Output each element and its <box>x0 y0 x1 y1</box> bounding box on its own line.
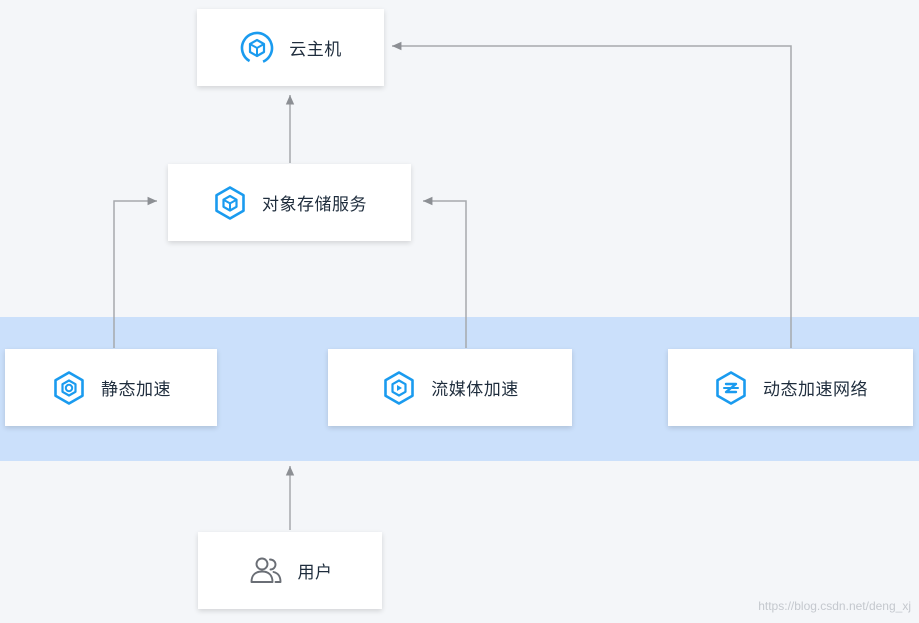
edge-dynamic-to-host <box>392 41 792 348</box>
cloud-host-icon <box>239 30 275 66</box>
node-cloud-host-label: 云主机 <box>289 40 342 60</box>
static-acceleration-icon <box>51 370 87 406</box>
node-dynamic-acceleration-network[interactable]: 动态加速网络 <box>668 349 913 426</box>
node-user-label: 用户 <box>297 563 333 583</box>
node-dynamic-acceleration-network-label: 动态加速网络 <box>763 380 868 400</box>
node-object-storage[interactable]: 对象存储服务 <box>168 164 411 241</box>
streaming-acceleration-icon <box>381 370 417 406</box>
dynamic-acceleration-icon <box>713 370 749 406</box>
watermark: https://blog.csdn.net/deng_xj <box>758 599 911 613</box>
node-object-storage-label: 对象存储服务 <box>262 195 367 215</box>
users-icon <box>248 553 284 589</box>
object-storage-icon <box>212 185 248 221</box>
node-static-acceleration[interactable]: 静态加速 <box>5 349 217 426</box>
node-streaming-acceleration[interactable]: 流媒体加速 <box>328 349 572 426</box>
node-cloud-host[interactable]: 云主机 <box>197 9 384 86</box>
node-static-acceleration-label: 静态加速 <box>101 380 171 400</box>
node-user[interactable]: 用户 <box>198 532 382 609</box>
node-streaming-acceleration-label: 流媒体加速 <box>431 380 519 400</box>
